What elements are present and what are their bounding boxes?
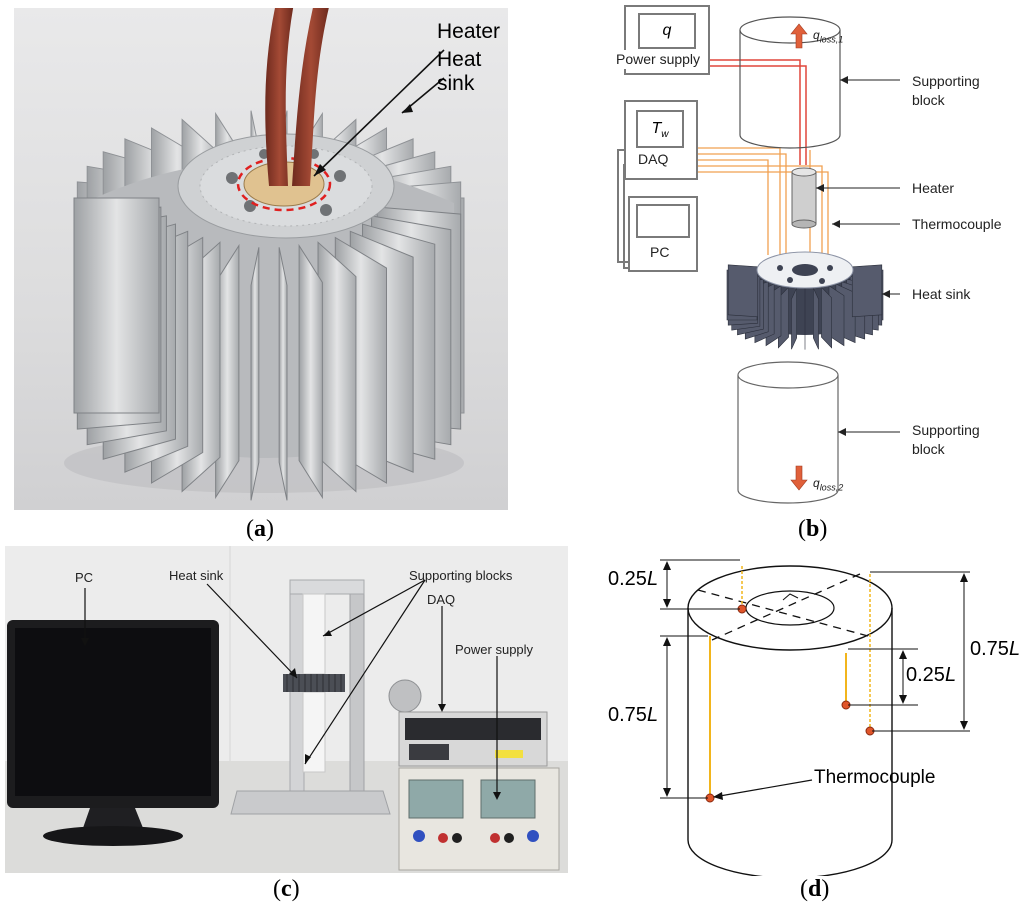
label-heat-sink-b: Heat sink: [912, 286, 971, 302]
heat-sink-fin: [250, 247, 260, 501]
dim-right-outer-number: 0.75: [970, 638, 1009, 660]
caption-a: (a): [246, 516, 274, 542]
schematic-heat-sink-fin: [791, 287, 797, 350]
dim-right-inner-number: 0.25: [906, 664, 945, 686]
caption-b: (b): [798, 516, 828, 542]
caption-c: (c): [273, 876, 300, 902]
label-q-loss-2: qloss,2: [813, 474, 843, 497]
q-loss-1-subscript: loss,1: [819, 34, 844, 45]
label-pc: PC: [650, 244, 670, 260]
schematic-panel: q Power supply Tw DAQ PC qloss,1 qloss,2…: [600, 0, 1024, 545]
dim-left: 0.75L: [608, 704, 658, 727]
label-heater-b: Heater: [912, 180, 955, 196]
heat-sink-fin: [317, 241, 357, 493]
thermocouple-location-diagram: 0.25L 0.75L 0.25L 0.75L Thermocouple: [600, 548, 1024, 876]
label-q-loss-1: qloss,1: [813, 26, 843, 49]
pc-box: [628, 196, 698, 272]
label-heater: Heater: [437, 20, 501, 43]
heat-sink-fin: [215, 243, 240, 500]
label-heat-sink-c: Heat sink: [169, 568, 224, 583]
caption-b-letter: b: [806, 516, 820, 542]
dim-top-left-variable: L: [646, 568, 659, 590]
dim-right-inner: 0.25L: [906, 664, 956, 687]
heat-sink-photo: Heater Heat sink: [14, 8, 508, 510]
caption-d: (d): [800, 876, 830, 902]
schematic-heat-sink-fin: [851, 264, 883, 318]
cylinder-drawing: [660, 559, 970, 876]
experimental-setup-photo: PC Heat sink Supporting blocks DAQ Power…: [5, 546, 568, 873]
label-power-supply: Power supply: [616, 50, 701, 69]
label-daq-c: DAQ: [427, 592, 456, 607]
schematic-heat-sink-fin: [727, 264, 759, 318]
label-supporting-block-bottom-line2: block: [912, 441, 945, 457]
label-power-supply-c: Power supply: [455, 642, 534, 657]
label-thermocouple-b: Thermocouple: [912, 216, 1002, 232]
power-supply-display: q: [638, 13, 696, 49]
schematic-heat-sink-fin: [821, 286, 832, 349]
dim-top-left: 0.25L: [608, 568, 658, 591]
label-pc-c: PC: [75, 570, 94, 585]
schematic-lines: [617, 16, 900, 504]
dim-left-variable: L: [646, 704, 659, 726]
caption-c-letter: c: [281, 876, 292, 902]
label-supporting-block-top-line1: Supporting: [912, 73, 980, 89]
q-loss-2-symbol: q: [813, 476, 820, 490]
label-thermocouple-d: Thermocouple: [814, 767, 936, 788]
label-daq: DAQ: [638, 151, 669, 167]
label-heat-sink: Heat sink: [437, 48, 482, 95]
dim-top-left-number: 0.25: [608, 568, 647, 590]
label-supporting-block-bottom-line1: Supporting: [912, 422, 980, 438]
daq-display: Tw: [636, 110, 684, 148]
heat-sink-photo-illustration: [64, 8, 465, 501]
pc-monitor: [636, 204, 690, 238]
tw-subscript: w: [661, 129, 669, 141]
caption-d-letter: d: [808, 876, 822, 902]
daq-box: Tw: [624, 100, 698, 180]
dim-right-outer-variable: L: [1008, 638, 1021, 660]
setup-illustration: [5, 546, 568, 873]
schematic-heat-sink-fin: [813, 287, 819, 350]
q-loss-2-subscript: loss,2: [819, 482, 844, 493]
q-loss-1-symbol: q: [813, 28, 820, 42]
dim-left-number: 0.75: [608, 704, 647, 726]
heat-sink-fin: [298, 243, 323, 500]
label-supporting-blocks-c: Supporting blocks: [409, 568, 513, 583]
dim-right-inner-variable: L: [944, 664, 957, 686]
tw-symbol: T: [651, 120, 662, 137]
schematic-heat-sink: [726, 251, 884, 350]
dim-right-outer: 0.75L: [970, 638, 1020, 661]
heat-sink-fin: [73, 197, 160, 414]
caption-a-letter: a: [254, 516, 266, 542]
label-supporting-block-top-line2: block: [912, 92, 945, 108]
heat-sink-fin: [278, 247, 288, 501]
